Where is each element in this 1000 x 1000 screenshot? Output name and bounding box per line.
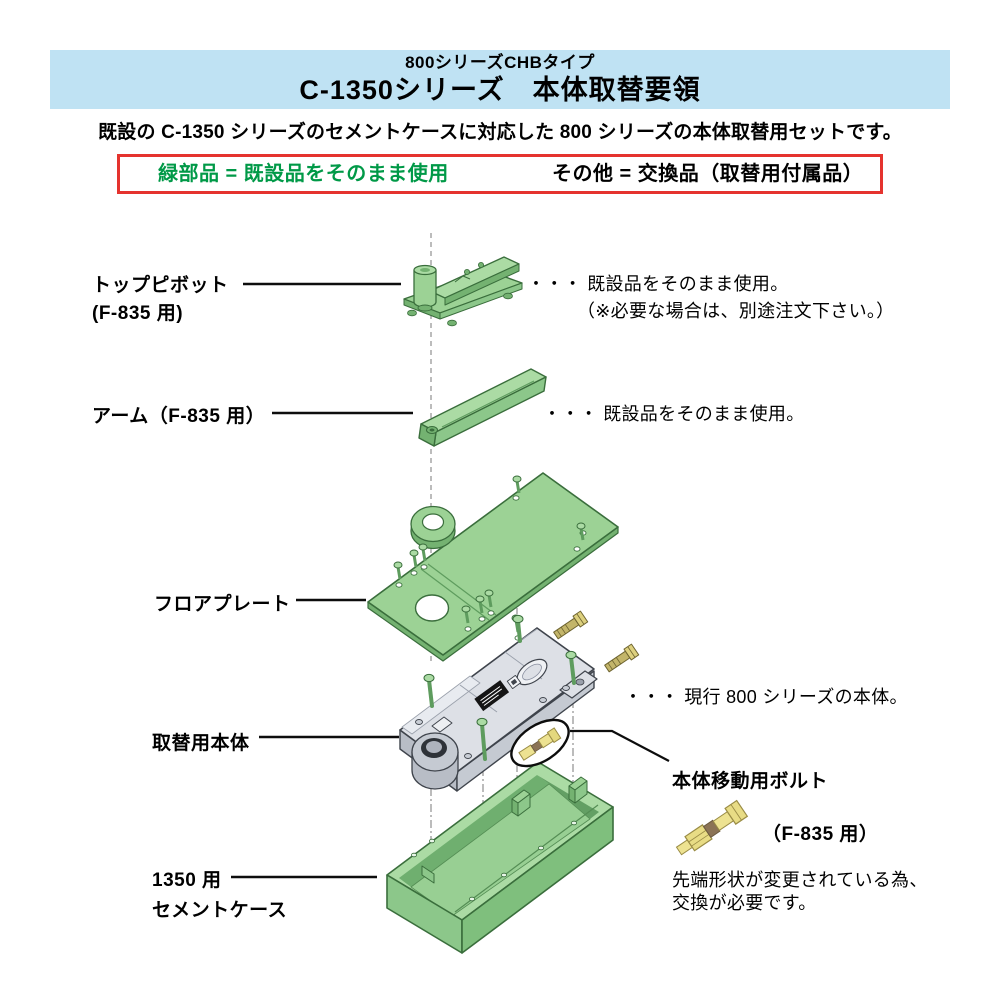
label-replacement-body: 取替用本体 <box>152 733 250 754</box>
arm-part <box>418 368 547 447</box>
page-title: C-1350シリーズ 本体取替要領 <box>299 75 701 105</box>
legend-other-rule: その他 = 交換品（取替用付属品） <box>552 163 864 185</box>
header-bar: 800シリーズCHBタイプ C-1350シリーズ 本体取替要領 <box>50 50 950 109</box>
body-screws <box>423 614 577 761</box>
label-arm: アーム（F-835 用） <box>92 406 266 427</box>
legend-box: 緑部品 = 既設品をそのまま使用 その他 = 交換品（取替用付属品） <box>117 154 883 194</box>
replacement-body-part <box>399 610 640 792</box>
callout-move-bolt-title: 本体移動用ボルト <box>672 771 829 792</box>
label-cement-case-2: セメントケース <box>152 900 288 921</box>
top-pivot-part <box>403 256 523 327</box>
note-replacement-body: ・・・ 現行 800 シリーズの本体。 <box>624 687 908 707</box>
anchor-bolts <box>553 610 640 673</box>
leader-lines <box>231 282 413 879</box>
note-top-pivot-1: ・・・ 既設品をそのまま使用。 <box>527 274 789 294</box>
callout-move-bolt-note-1: 先端形状が変更されている為、 <box>672 870 928 890</box>
label-cement-case-1: 1350 用 <box>152 870 222 891</box>
move-bolt-circled <box>510 718 670 768</box>
header-subtitle: 800シリーズCHBタイプ <box>405 53 595 72</box>
label-top-pivot: トップピボット <box>92 275 229 296</box>
legend-green-rule: 緑部品 = 既設品をそのまま使用 <box>158 163 449 185</box>
move-bolt-icon <box>675 799 749 856</box>
floor-plate-part <box>367 472 619 662</box>
note-top-pivot-2: （※必要な場合は、別途注文下さい。） <box>577 301 895 321</box>
washer-part <box>410 505 456 550</box>
label-top-pivot-model: (F-835 用) <box>92 303 184 324</box>
cement-case-part <box>386 761 614 954</box>
label-floor-plate: フロアプレート <box>154 594 291 615</box>
callout-move-bolt-model: （F-835 用） <box>762 824 879 845</box>
note-arm: ・・・ 既設品をそのまま使用。 <box>543 404 805 424</box>
intro-text: 既設の C-1350 シリーズのセメントケースに対応した 800 シリーズの本体… <box>98 122 902 143</box>
callout-move-bolt-note-2: 交換が必要です。 <box>672 893 817 913</box>
